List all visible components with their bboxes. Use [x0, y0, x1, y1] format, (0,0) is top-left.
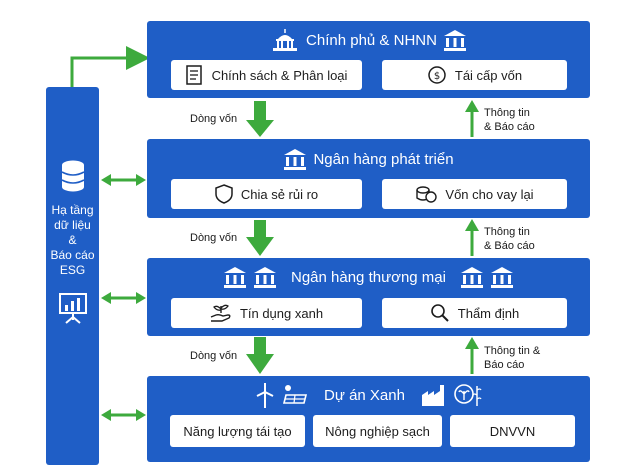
bank-icon: [284, 149, 307, 170]
capital-flow-label-2: Dòng vốn: [190, 232, 238, 244]
info-flow-line: Thông tin &: [484, 345, 541, 357]
svg-text:$: $: [434, 71, 440, 82]
capital-flow-arrow-1: [246, 101, 274, 137]
card-appraisal: Thẩm định: [382, 298, 567, 328]
esg-label-line: Báo cáo: [50, 248, 95, 262]
card-label: Nông nghiệp sạch: [325, 423, 430, 439]
card-onlending-capital: Vốn cho vay lại: [382, 179, 567, 209]
card-label: Thẩm định: [457, 305, 520, 321]
bank-icon: [460, 267, 483, 288]
info-flow-line: & Báo cáo: [484, 240, 535, 252]
info-flow-label-2: Thông tin & Báo cáo: [484, 225, 535, 253]
card-label: Tín dụng xanh: [239, 305, 324, 321]
farm-plant-icon: [454, 384, 482, 406]
info-flow-label-3: Thông tin & Báo cáo: [484, 344, 540, 372]
tier-green-title: Dự án Xanh: [324, 386, 405, 404]
bank-icon: [443, 30, 466, 51]
bank-icon: [254, 267, 276, 288]
sidebar-link-development: [101, 174, 146, 186]
tier-government-header: Chính phủ & NHNN: [147, 29, 590, 51]
tier-commercial-header: Ngân hàng thương mại: [147, 266, 590, 288]
card-label: Vốn cho vay lại: [445, 186, 534, 202]
info-flow-line: Báo cáo: [484, 359, 525, 371]
card-label: Năng lượng tái tạo: [183, 423, 292, 439]
info-flow-line: Thông tin: [484, 107, 530, 119]
card-refinancing: $ Tái cấp vốn: [382, 60, 567, 90]
card-label: Chia sẻ rủi ro: [240, 186, 319, 202]
tier-development-header: Ngân hàng phát triển: [147, 148, 590, 170]
tier-commercial-bank: Ngân hàng thương mại Tín dụng xanh Thẩm …: [147, 258, 590, 336]
shield-icon: [215, 184, 233, 204]
presentation-chart-icon: [59, 293, 87, 324]
database-icon: [61, 160, 85, 192]
esg-label-line: Hạ tầng: [51, 203, 94, 217]
card-label: Chính sách & Phân loại: [211, 67, 348, 83]
document-icon: [185, 65, 202, 85]
wind-turbine-icon: [256, 383, 274, 408]
tier-commercial-title: Ngân hàng thương mại: [291, 268, 446, 286]
tier-development-bank: Ngân hàng phát triển Chia sẻ rủi ro Vốn …: [147, 139, 590, 218]
esg-panel-label: Hạ tầng dữ liệu & Báo cáo ESG: [46, 203, 99, 278]
tier-government: Chính phủ & NHNN Chính sách & Phân loại …: [147, 21, 590, 98]
info-flow-arrow-1: [465, 100, 479, 137]
esg-label-line: &: [68, 233, 77, 247]
esg-label-line: ESG: [59, 263, 86, 277]
sidebar-link-commercial: [101, 292, 146, 304]
info-flow-arrow-3: [465, 337, 479, 374]
coin-stack-icon: [416, 186, 438, 203]
hand-plant-icon: [210, 304, 231, 322]
capital-flow-arrow-2: [246, 220, 274, 256]
card-risk-sharing: Chia sẻ rủi ro: [171, 179, 362, 209]
card-renewable-energy: Năng lượng tái tạo: [170, 415, 305, 447]
info-flow-line: & Báo cáo: [484, 121, 535, 133]
card-clean-agriculture: Nông nghiệp sạch: [313, 415, 442, 447]
sidebar-link-green: [101, 409, 146, 421]
card-label: Tái cấp vốn: [454, 67, 523, 83]
tier-development-title: Ngân hàng phát triển: [313, 150, 454, 168]
esg-data-infrastructure-panel: Hạ tầng dữ liệu & Báo cáo ESG: [46, 87, 99, 465]
esg-label-line: dữ liệu: [54, 218, 91, 232]
tier-government-title: Chính phủ & NHNN: [306, 31, 437, 49]
capital-flow-label-1: Dòng vốn: [190, 113, 238, 125]
capital-flow-label-3: Dòng vốn: [190, 350, 238, 362]
bank-icon: [224, 267, 246, 288]
sidebar-to-government-arrow: [70, 46, 150, 87]
tier-green-projects: Dự án Xanh Năng lượng tái tạo Nông nghiệ…: [147, 376, 590, 462]
magnifier-icon: [430, 304, 449, 322]
card-label: DNVVN: [489, 423, 536, 439]
info-flow-arrow-2: [465, 219, 479, 256]
card-sme: DNVVN: [450, 415, 575, 447]
info-flow-line: Thông tin: [484, 226, 530, 238]
capital-flow-arrow-3: [246, 337, 274, 374]
card-green-credit: Tín dụng xanh: [171, 298, 362, 328]
card-policy-classification: Chính sách & Phân loại: [171, 60, 362, 90]
coins-icon: $: [428, 66, 446, 84]
tier-green-header: Dự án Xanh: [147, 382, 590, 408]
info-flow-label-1: Thông tin & Báo cáo: [484, 106, 535, 134]
bank-icon: [490, 267, 513, 288]
solar-panel-icon: [283, 385, 308, 404]
capitol-building-icon: [273, 29, 298, 51]
factory-icon: [421, 385, 444, 406]
